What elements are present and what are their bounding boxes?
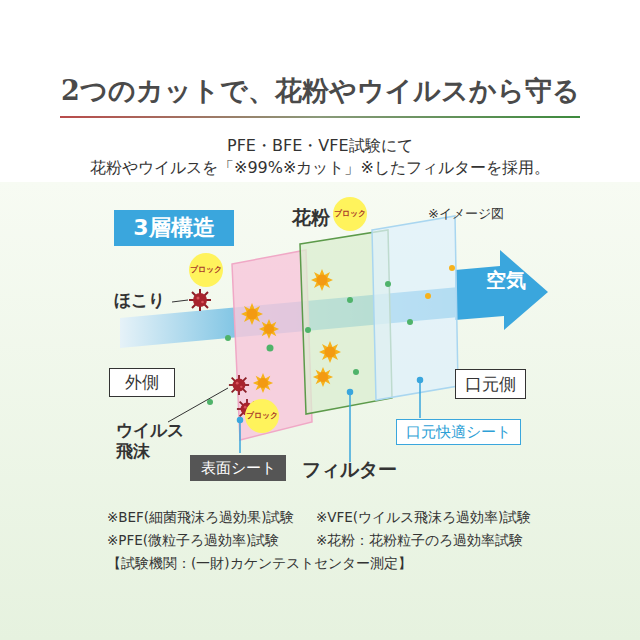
node-text: 外側 bbox=[125, 371, 159, 394]
text-label: 花粉 bbox=[292, 206, 330, 230]
text-label: ※BEF(細菌飛沫ろ過効果)試験 bbox=[107, 509, 294, 526]
label-box: 3層構造 bbox=[114, 210, 234, 246]
node-text: ブロック bbox=[190, 265, 222, 275]
text-label: ※花粉：花粉粒子のろ過効率試験 bbox=[316, 532, 523, 549]
text-label: ウイルス 飛沫 bbox=[116, 420, 192, 463]
label-box: 表面シート bbox=[190, 455, 286, 481]
label-box: 口元側 bbox=[455, 369, 526, 399]
text-label: フィルター bbox=[302, 458, 397, 482]
node-text: 口元快適シート bbox=[406, 423, 511, 442]
node-text: 表面シート bbox=[201, 459, 276, 478]
text-label: 空気 bbox=[486, 268, 526, 293]
title: 2つのカットで、花粉やウイルスから守る bbox=[61, 74, 580, 108]
text-label: ※VFE(ウイルス飛沫ろ過効率)試験 bbox=[316, 509, 531, 526]
label-box: 外側 bbox=[109, 368, 175, 397]
node-text: ブロック bbox=[334, 209, 366, 219]
node-text: ブロック bbox=[246, 411, 278, 421]
text-label: 花粉やウイルスを「※99%※カット」※したフィルターを採用。 bbox=[90, 158, 550, 178]
node-text: 3層構造 bbox=[133, 213, 214, 243]
block-badge: ブロック bbox=[189, 253, 223, 287]
label-box: 口元快適シート bbox=[396, 419, 521, 445]
text-label: 【試験機関：(一財)カケンテストセンター測定】 bbox=[107, 555, 412, 572]
node-text: 口元側 bbox=[465, 373, 516, 396]
text-label: PFE・BFE・VFE試験にて bbox=[227, 136, 413, 156]
text-label: ※PFE(微粒子ろ過効率)試験 bbox=[107, 532, 279, 549]
block-badge: ブロック bbox=[245, 399, 279, 433]
text-label: ※イメージ図 bbox=[428, 206, 504, 222]
block-badge: ブロック bbox=[333, 197, 367, 231]
text-label: ほこり bbox=[114, 290, 165, 311]
